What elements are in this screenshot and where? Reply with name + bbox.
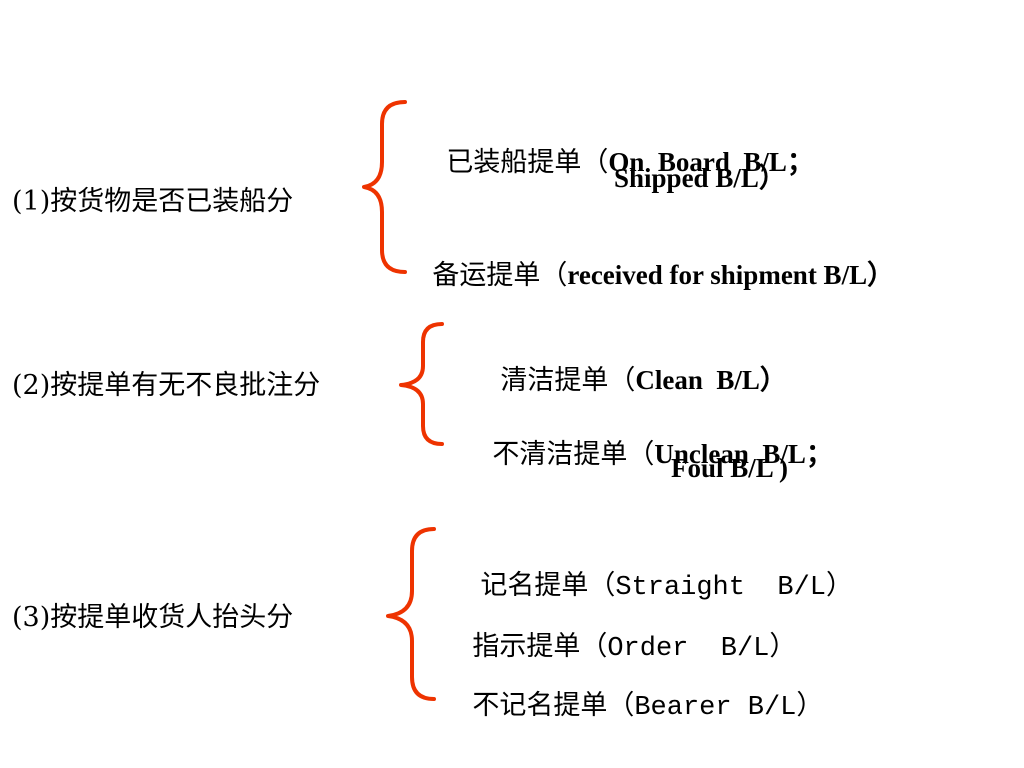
item-3-3-en: Bearer B/L） xyxy=(634,693,824,723)
brace-3-path xyxy=(386,527,436,701)
item-3-2: 指示提单（Order B/L） xyxy=(438,606,796,690)
item-3-2-en: Order B/L） xyxy=(607,634,797,664)
item-1-2: 备运提单（received for shipment B/L） xyxy=(398,235,894,316)
category-1-label: (1)按货物是否已装船分 xyxy=(12,186,294,217)
item-1-1-cn: 已装船提单（ xyxy=(446,147,609,178)
item-1-2-cn: 备运提单（ xyxy=(432,260,568,291)
item-3-2-cn: 指示提单（ xyxy=(472,631,608,662)
item-3-3-cn: 不记名提单（ xyxy=(472,690,635,721)
brace-2-icon xyxy=(399,322,444,446)
item-2-2: 不清洁提单（Unclean B/L； xyxy=(458,414,833,495)
brace-3-icon xyxy=(386,527,436,701)
item-1-1: 已装船提单（On Board B/L； xyxy=(412,122,814,203)
brace-1-icon xyxy=(362,100,407,274)
item-2-2-cn: 不清洁提单（ xyxy=(492,439,655,470)
brace-2-path xyxy=(399,322,444,446)
item-2-1-cn: 清洁提单（ xyxy=(500,365,636,396)
item-1-1-continuation: Shipped B/L） xyxy=(614,163,786,193)
item-3-3: 不记名提单（Bearer B/L） xyxy=(438,665,823,749)
category-2-label: (2)按提单有无不良批注分 xyxy=(12,370,321,401)
item-2-2-en: Unclean B/L； xyxy=(654,439,833,469)
item-2-1-en: Clean B/L） xyxy=(635,365,787,395)
item-2-2-continuation: Foul B/L ) xyxy=(671,453,789,483)
item-1-1-en: On Board B/L； xyxy=(608,147,814,177)
item-1-2-en: received for shipment B/L） xyxy=(567,260,895,290)
item-3-1-en: Straight B/L） xyxy=(615,573,853,603)
item-2-1: 清洁提单（Clean B/L） xyxy=(466,340,787,421)
brace-1-path xyxy=(362,100,407,274)
item-3-1: 记名提单（Straight B/L） xyxy=(446,545,853,629)
category-3-label: (3)按提单收货人抬头分 xyxy=(12,602,294,633)
item-3-1-cn: 记名提单（ xyxy=(480,570,616,601)
